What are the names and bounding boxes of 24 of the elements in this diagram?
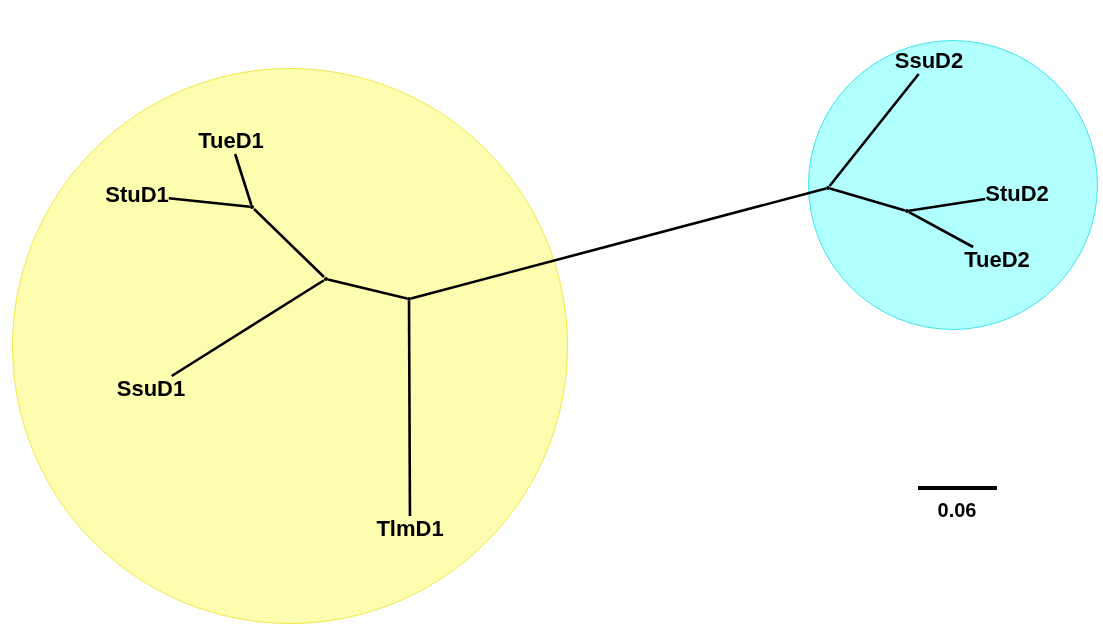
tree-branch — [410, 187, 827, 300]
tree-branch — [908, 197, 986, 212]
tree-branch — [327, 278, 408, 300]
tree-branch — [233, 153, 253, 206]
taxon-label: TlmD1 — [376, 516, 444, 542]
branch-node — [905, 209, 909, 213]
tree-branch — [828, 73, 920, 187]
tree-branch — [168, 197, 251, 209]
tree-branch — [908, 210, 974, 249]
branch-node — [407, 297, 411, 301]
branch-node — [324, 277, 328, 281]
taxon-label: StuD1 — [105, 182, 169, 208]
taxon-label: SsuD1 — [116, 376, 186, 402]
taxon-label: SsuD2 — [894, 48, 964, 74]
branch-node — [250, 205, 254, 209]
taxon-label: TueD2 — [964, 247, 1030, 273]
scale-label: 0.06 — [937, 498, 977, 522]
taxon-label: StuD2 — [985, 181, 1049, 207]
tree-branch — [171, 279, 325, 378]
tree-branch — [407, 301, 412, 516]
tree-branch — [253, 208, 325, 278]
tree-branch — [829, 187, 906, 212]
branch-node — [826, 186, 830, 190]
taxon-label: TueD1 — [198, 128, 264, 154]
